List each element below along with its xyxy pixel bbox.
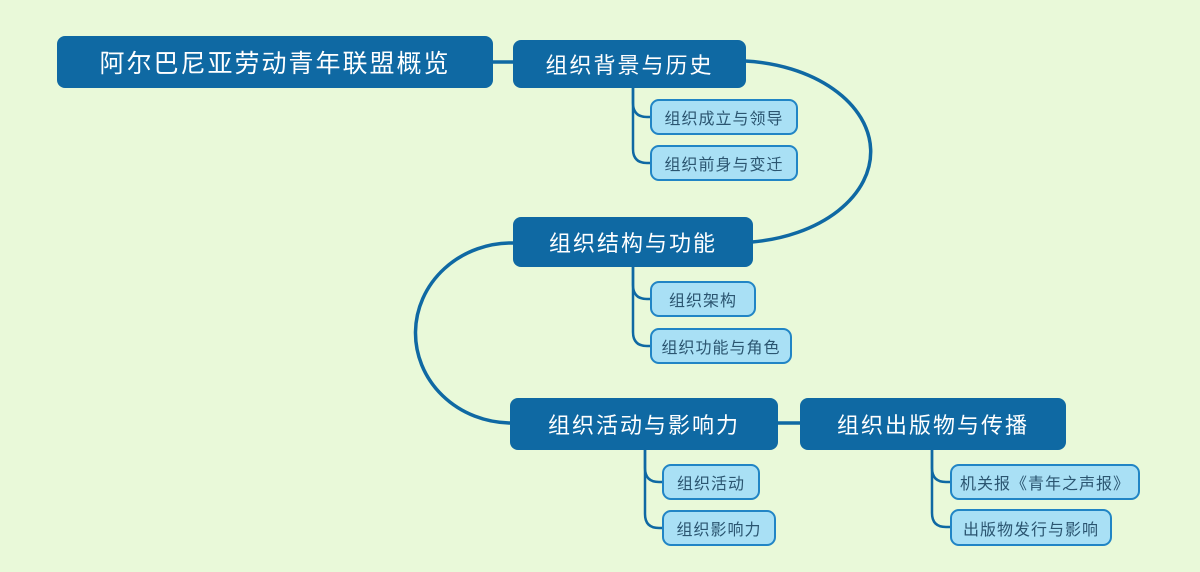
child-node-org-structure[interactable]: 组织架构 xyxy=(650,281,756,317)
connector-branch2-to-branch3-left-arc xyxy=(413,241,515,425)
child-node-youth-voice-newspaper[interactable]: 机关报《青年之声报》 xyxy=(950,464,1140,500)
child-node-activities[interactable]: 组织活动 xyxy=(662,464,760,500)
branch-node-structure-function[interactable]: 组织结构与功能 xyxy=(513,217,753,267)
branch-node-background-history[interactable]: 组织背景与历史 xyxy=(513,40,746,88)
connector-branch3-child2 xyxy=(643,448,664,530)
connector-branch2-child2 xyxy=(631,265,652,348)
connector-branch3-child1 xyxy=(643,448,664,484)
root-node[interactable]: 阿尔巴尼亚劳动青年联盟概览 xyxy=(57,36,493,88)
connector-branch4-child1 xyxy=(930,448,952,484)
branch-node-activities-influence[interactable]: 组织活动与影响力 xyxy=(510,398,778,450)
connector-branch2-child1 xyxy=(631,265,652,301)
child-node-publication-distribution[interactable]: 出版物发行与影响 xyxy=(950,509,1112,546)
connector-branch4-child2 xyxy=(930,448,952,529)
branch-node-publications-communication[interactable]: 组织出版物与传播 xyxy=(800,398,1066,450)
child-node-function-role[interactable]: 组织功能与角色 xyxy=(650,328,792,364)
child-node-influence[interactable]: 组织影响力 xyxy=(662,510,776,546)
connector-branch1-child2 xyxy=(631,86,652,165)
child-node-predecessor-changes[interactable]: 组织前身与变迁 xyxy=(650,145,798,181)
connector-branch1-child1 xyxy=(631,86,652,119)
child-node-founding-leadership[interactable]: 组织成立与领导 xyxy=(650,99,798,135)
